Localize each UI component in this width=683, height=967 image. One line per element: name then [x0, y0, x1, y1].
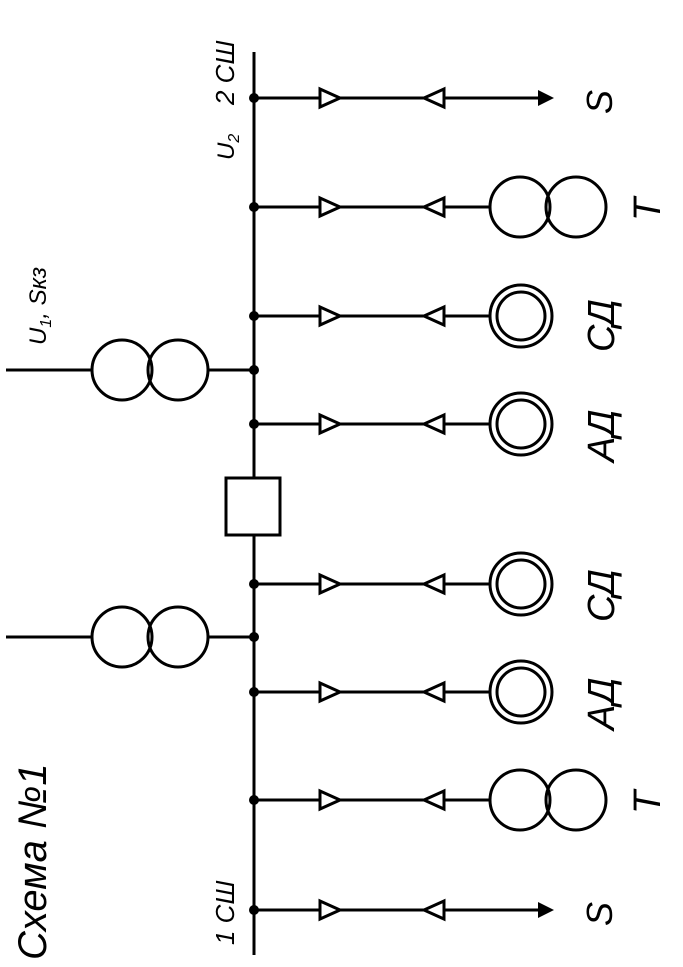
bus1-label: 1 СШ [210, 881, 240, 945]
branch-sd-bus1 [249, 551, 554, 617]
supply-transformer-1 [6, 605, 259, 669]
sectional-switch [224, 476, 282, 537]
branch-ad-bus1 [249, 659, 554, 725]
branch-label-t-bottom: Т [627, 788, 669, 814]
branch-s-bus1 [249, 899, 554, 921]
branch-t-bus2 [249, 175, 608, 239]
branch-sd-bus2 [249, 283, 554, 349]
branch-s-bus2 [249, 87, 554, 109]
supply-transformer-2 [6, 338, 259, 402]
bus2-label: 2 СШ [210, 41, 240, 106]
branch-label-ad-top: АД [581, 409, 623, 464]
branch-label-s-bottom: S [579, 902, 620, 926]
branch-label-sd-top: СД [581, 299, 623, 352]
branch-label-sd-bottom: СД [581, 569, 623, 622]
bus2-voltage-label: U2 [213, 134, 243, 160]
diagram-title: Схема №1 [11, 763, 55, 960]
branch-label-ad-bottom: АД [581, 677, 623, 732]
branch-label-s-top: S [579, 90, 620, 114]
branch-t-bus1 [249, 768, 608, 832]
branch-ad-bus2 [249, 391, 554, 457]
branch-label-t-top: Т [627, 195, 669, 221]
supply-parameters-label: U1, Sкз [25, 267, 55, 345]
